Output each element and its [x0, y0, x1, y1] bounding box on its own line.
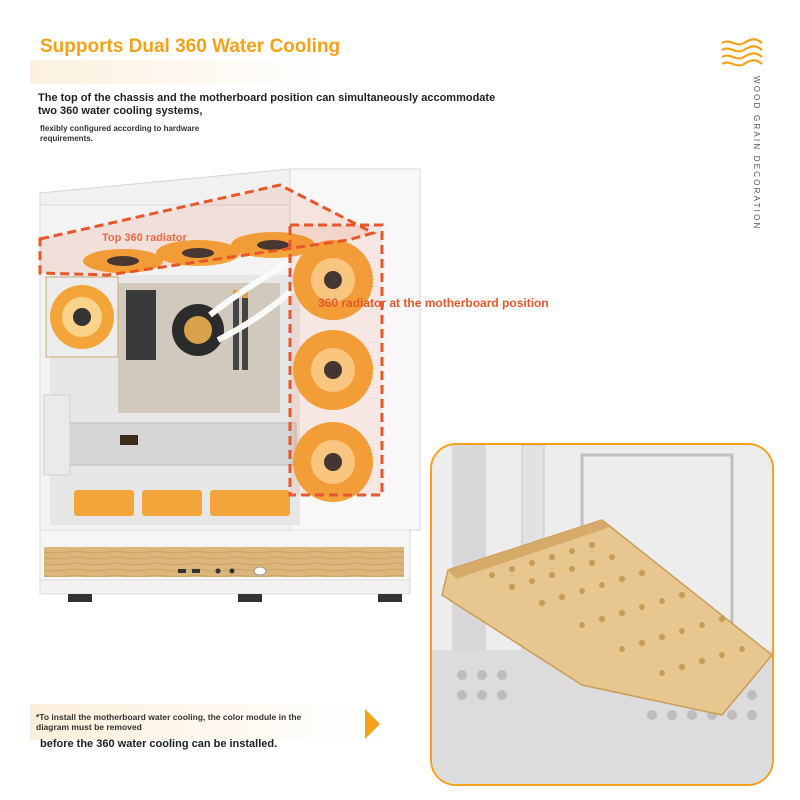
chevron-right-icon	[365, 709, 380, 739]
wood-grain-vertical-label: WOOD GRAIN DECORATION	[752, 76, 761, 231]
top-radiator-label: Top 360 radiator	[102, 232, 187, 244]
installation-footnote: *To install the motherboard water coolin…	[36, 712, 302, 732]
feature-subdescription: flexibly configured according to hardwar…	[40, 124, 200, 143]
motherboard-radiator-label: 360 radiator at the motherboard position	[318, 296, 549, 310]
page-title: Supports Dual 360 Water Cooling	[40, 36, 341, 57]
feature-description: The top of the chassis and the motherboa…	[38, 92, 496, 117]
wood-grain-logo-icon	[721, 38, 763, 67]
title-highlight-band	[30, 60, 330, 84]
removable-module-illustration	[432, 445, 772, 784]
pc-case-illustration	[38, 168, 421, 602]
installation-footnote-continued: before the 360 water cooling can be inst…	[40, 738, 278, 750]
detail-inset-panel	[430, 443, 774, 786]
footnote-highlight-band	[30, 704, 360, 740]
